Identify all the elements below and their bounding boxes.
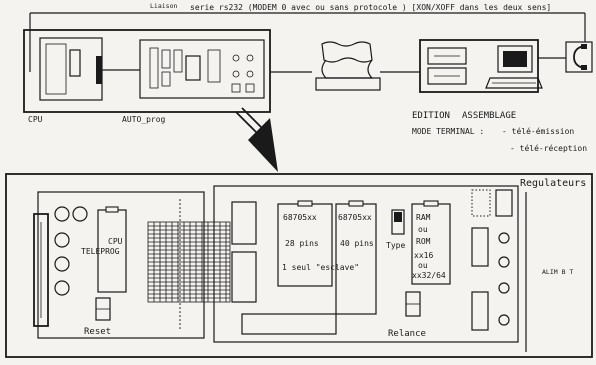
- header-pin: [179, 259, 181, 261]
- board-hole: [498, 256, 510, 268]
- board-hole: [54, 232, 70, 248]
- header-pin: [179, 295, 181, 297]
- top-unit-frame: [23, 29, 271, 113]
- board-hole: [498, 314, 510, 326]
- chip1-pins: 28 pins: [285, 239, 319, 248]
- chip-68705-40pins: [335, 200, 377, 315]
- header-pin: [179, 243, 181, 245]
- dotted-area: [471, 189, 491, 217]
- computer-station-icon: [419, 39, 543, 93]
- header-pin: [179, 219, 181, 221]
- board-hole: [54, 206, 70, 222]
- header-pin: [179, 303, 181, 305]
- edition-label: EDITION: [412, 111, 450, 121]
- header-pin: [179, 319, 181, 321]
- zoom-arrow-icon: [235, 107, 278, 172]
- header-pin: [179, 235, 181, 237]
- chip2-name: 68705xx: [338, 213, 372, 222]
- assemblage-label: ASSEMBLAGE: [462, 111, 516, 121]
- header-pin: [179, 223, 181, 225]
- regulator-block: [495, 189, 513, 217]
- memory-line3: ROM: [416, 237, 431, 246]
- component: [471, 227, 489, 267]
- header-pin: [179, 239, 181, 241]
- mode-tele-reception: - télé-réception: [510, 143, 587, 153]
- component: [471, 291, 489, 331]
- header-pin: [179, 283, 181, 285]
- edge-connector: [33, 213, 49, 327]
- header-pin: [179, 299, 181, 301]
- header-pin: [179, 255, 181, 257]
- header-pin: [179, 275, 181, 277]
- memory-line4: xx16: [414, 251, 433, 260]
- cpu-teleprog-line1: CPU: [108, 237, 123, 246]
- reset-label: Reset: [84, 327, 111, 337]
- board-hole: [54, 256, 70, 272]
- memory-line2: ou: [418, 225, 428, 234]
- header-pin: [179, 271, 181, 273]
- header-pin: [179, 315, 181, 317]
- chip-68705-28pins: [277, 200, 333, 287]
- chip1-name: 68705xx: [283, 213, 317, 222]
- header-pin: [179, 263, 181, 265]
- cpu-teleprog-chip: [97, 206, 127, 293]
- header-pin: [179, 215, 181, 217]
- printer-paper-icon: [315, 41, 381, 91]
- header-pin: [179, 287, 181, 289]
- header-pin: [179, 211, 181, 213]
- header-pin: [179, 323, 181, 325]
- cpu-module: [39, 37, 140, 101]
- board-hole: [72, 206, 88, 222]
- mode-tele-emission: - télé-émission: [502, 126, 574, 136]
- type-label: Type: [386, 241, 405, 250]
- bottom-connector: [241, 313, 337, 335]
- regulateurs-label: Regulateurs: [520, 178, 586, 189]
- header-pin: [179, 267, 181, 269]
- relance-button[interactable]: [405, 291, 421, 317]
- target-board: [213, 185, 519, 343]
- header-pin: [179, 203, 181, 205]
- header-pin: [179, 291, 181, 293]
- memory-line6: xx32/64: [412, 271, 446, 280]
- cpu-label: CPU: [28, 115, 43, 124]
- target-connector: [231, 251, 257, 303]
- header-prefix: Liaison: [150, 2, 177, 10]
- board-hole: [498, 282, 510, 294]
- cpu-teleprog-line2: TELEPROG: [81, 247, 120, 256]
- mode-terminal-label: MODE TERMINAL :: [412, 127, 484, 136]
- relance-label: Relance: [388, 329, 426, 339]
- board-detail-frame: [5, 173, 593, 358]
- memory-line5: ou: [418, 261, 428, 270]
- auto-prog-module: [139, 39, 265, 99]
- header-pin: [179, 279, 181, 281]
- header-text: serie rs232 (MODEM 0 avec ou sans protoc…: [190, 3, 551, 12]
- header-pin: [179, 327, 181, 329]
- ribbon-cable: [147, 199, 231, 329]
- header-pin: [179, 227, 181, 229]
- header-pin: [179, 231, 181, 233]
- auto-prog-label: AUTO_prog: [122, 115, 166, 124]
- header-pin: [179, 307, 181, 309]
- alim-label: ALIM B T: [542, 268, 573, 276]
- type-switch[interactable]: [391, 209, 405, 235]
- header-pin: [179, 207, 181, 209]
- memory-socket: [411, 200, 451, 285]
- header-pin: [179, 311, 181, 313]
- header-pin: [179, 251, 181, 253]
- board-hole: [498, 232, 510, 244]
- chip2-pins: 40 pins: [340, 239, 374, 248]
- chip1-note: 1 seul "esclave": [282, 263, 359, 272]
- header-pin: [179, 199, 181, 201]
- reset-button[interactable]: [95, 297, 111, 321]
- telephone-icon: [565, 41, 593, 73]
- board-hole: [54, 280, 70, 296]
- teleprog-board: [37, 191, 205, 339]
- header-pin: [179, 247, 181, 249]
- target-connector: [231, 201, 257, 245]
- memory-line1: RAM: [416, 213, 431, 222]
